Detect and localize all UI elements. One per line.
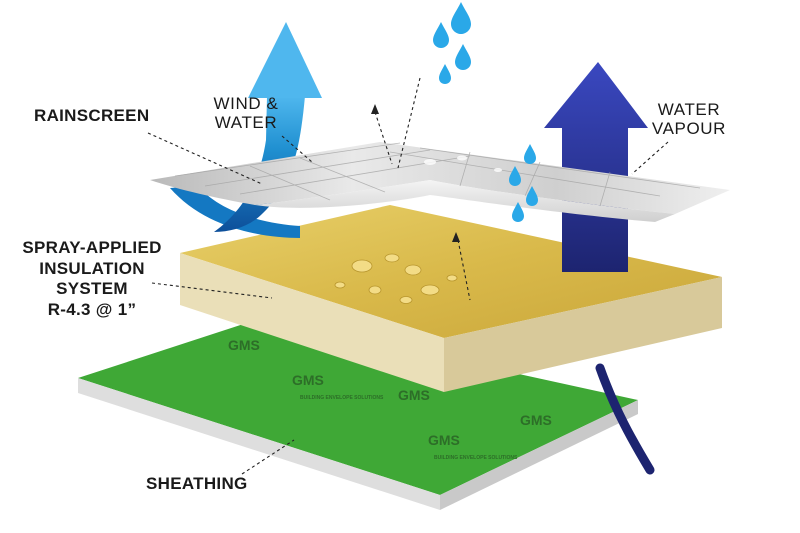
label-wind-water-line-1: WIND & — [206, 94, 286, 113]
sheathing-tagline: BUILDING ENVELOPE SOLUTIONS — [300, 395, 384, 401]
label-rainscreen: RAINSCREEN — [34, 106, 149, 125]
sheathing-logo: GMS — [520, 412, 552, 428]
rainscreen-sheet — [150, 142, 730, 222]
label-wind-water: WIND & WATER — [206, 94, 286, 132]
label-water-vapour-line-1: WATER — [634, 100, 744, 119]
label-wind-water-line-2: WATER — [206, 113, 286, 132]
sheathing-logo: GMS — [398, 387, 430, 403]
label-water-vapour-line-2: VAPOUR — [634, 119, 744, 138]
sheathing-tagline: BUILDING ENVELOPE SOLUTIONS — [434, 455, 518, 461]
label-insulation: SPRAY-APPLIED INSULATION SYSTEM R-4.3 @ … — [14, 238, 170, 321]
sheathing-logo: GMS — [292, 372, 324, 388]
label-insulation-line-2: INSULATION — [14, 259, 170, 280]
label-water-vapour: WATER VAPOUR — [634, 100, 744, 138]
label-sheathing: SHEATHING — [146, 474, 248, 493]
sheathing-logo: GMS — [428, 432, 460, 448]
label-insulation-line-4: R-4.3 @ 1” — [14, 300, 170, 321]
label-insulation-line-1: SPRAY-APPLIED — [14, 238, 170, 259]
sheathing-logo: GMS — [228, 337, 260, 353]
label-insulation-line-3: SYSTEM — [14, 279, 170, 300]
